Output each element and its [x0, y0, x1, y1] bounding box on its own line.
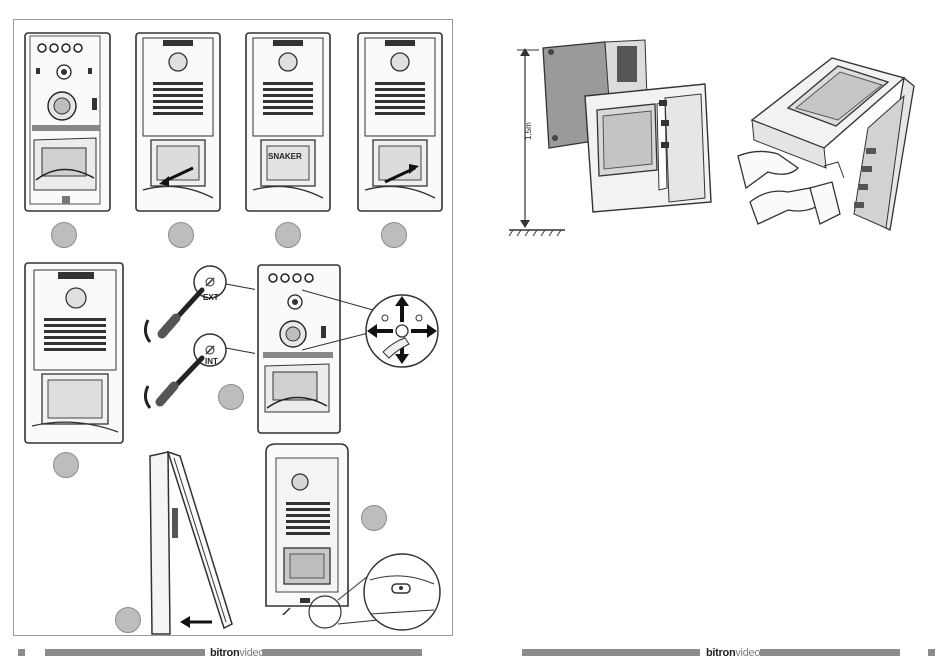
panel-drawing-open-electronics [22, 30, 117, 215]
footer-bar [262, 649, 422, 656]
step-marker [53, 452, 79, 478]
footer-bar [760, 649, 900, 656]
footer-square [18, 649, 25, 656]
monitor-opening-hands-drawing [728, 38, 918, 238]
footer-bar [522, 649, 700, 656]
adjustment-knob-callout [363, 292, 441, 370]
panel-drawing-remove-card [133, 30, 225, 215]
int-label: INT [205, 357, 218, 366]
panel-drawing-cover-front [22, 260, 127, 450]
step-marker [168, 222, 194, 248]
footer-bar [45, 649, 205, 656]
ext-label: EXT [203, 293, 219, 302]
panel-side-view-drawing [140, 448, 240, 638]
monitor-mounting-height-drawing [505, 38, 720, 243]
panel-drawing-insert-card [355, 30, 447, 215]
name-card-label: SNAKER [268, 152, 302, 161]
step-marker [115, 607, 141, 633]
step-marker [218, 384, 244, 410]
step-marker [275, 222, 301, 248]
brand-logo-right: bitronvideo [706, 647, 760, 659]
step-marker [51, 222, 77, 248]
height-label: 1,5m [524, 122, 533, 140]
step-marker [381, 222, 407, 248]
footer-square [928, 649, 935, 656]
screw-callout [300, 540, 450, 635]
brand-logo-left: bitronvideo [210, 647, 264, 659]
panel-drawing-name-card [243, 30, 335, 215]
step-marker [361, 505, 387, 531]
